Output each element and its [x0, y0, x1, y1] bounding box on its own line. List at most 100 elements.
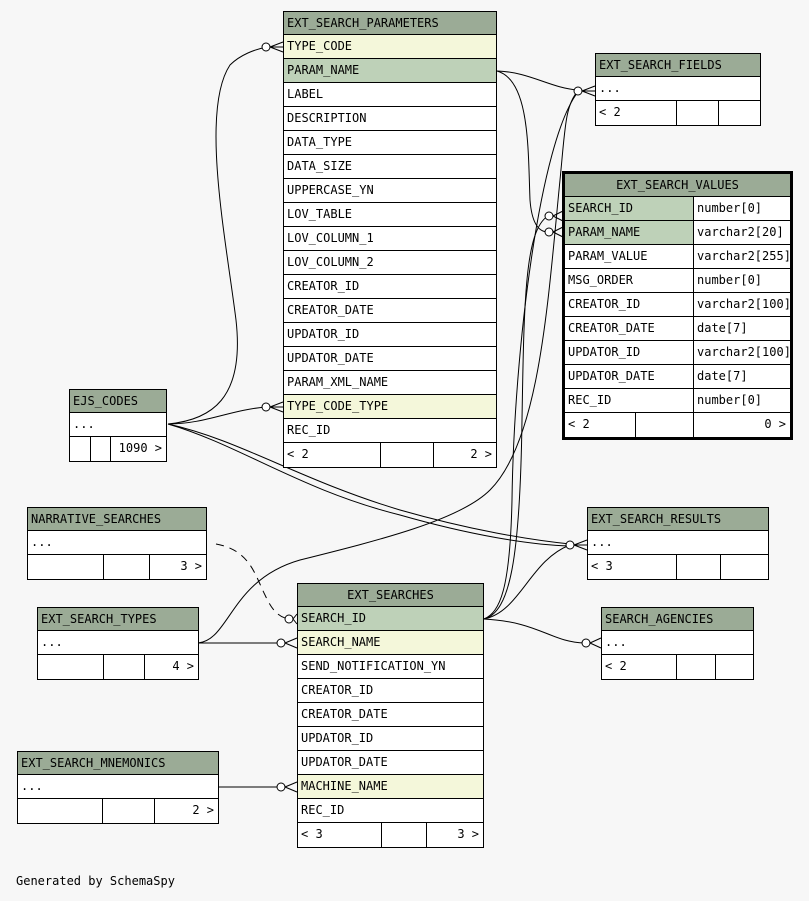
column-row[interactable]: CREATOR_DATE date[7]: [565, 317, 790, 341]
endpoint-values-param-name: [544, 227, 554, 237]
column-row[interactable]: ...: [38, 631, 198, 655]
column-row[interactable]: MACHINE_NAME: [298, 775, 483, 799]
column-row[interactable]: REC_ID: [298, 799, 483, 823]
column-row[interactable]: ...: [602, 631, 753, 655]
column-row[interactable]: UPDATOR_ID: [298, 727, 483, 751]
column-name: SEARCH_ID: [568, 201, 634, 215]
generated-by-label: Generated by SchemaSpy: [16, 874, 175, 888]
parents-count: [28, 555, 103, 579]
endpoint-values-search-id: [544, 211, 554, 221]
edge-search-id-agencies: [483, 618, 586, 644]
table-ext-search-parameters[interactable]: EXT_SEARCH_PARAMETERS TYPE_CODE PARAM_NA…: [283, 11, 497, 468]
table-ext-search-fields[interactable]: EXT_SEARCH_FIELDS ... < 2: [595, 53, 761, 126]
column-row[interactable]: PARAM_NAME varchar2[20]: [565, 221, 790, 245]
column-row[interactable]: PARAM_XML_NAME: [284, 371, 496, 395]
row-count: [635, 413, 693, 437]
column-row[interactable]: UPPERCASE_YN: [284, 179, 496, 203]
row-count: [103, 555, 149, 579]
column-row[interactable]: SEND_NOTIFICATION_YN: [298, 655, 483, 679]
column-row[interactable]: CREATOR_ID: [298, 679, 483, 703]
parents-count: < 2: [605, 659, 627, 673]
row-count: [103, 655, 144, 679]
column-row[interactable]: SEARCH_NAME: [298, 631, 483, 655]
edge-ejs-codes-results-b: [167, 423, 571, 547]
children-count: 1090 >: [110, 437, 166, 461]
column-type: date[7]: [693, 317, 790, 340]
table-ext-search-results[interactable]: EXT_SEARCH_RESULTS ... < 3: [587, 507, 769, 580]
column-row[interactable]: LABEL: [284, 83, 496, 107]
column-row[interactable]: ...: [588, 531, 768, 555]
column-type: varchar2[20]: [693, 221, 790, 244]
table-ext-searches[interactable]: EXT_SEARCHES SEARCH_ID SEARCH_NAME SEND_…: [297, 583, 484, 848]
column-name: MSG_ORDER: [568, 273, 634, 287]
table-title[interactable]: EXT_SEARCH_VALUES: [565, 174, 790, 197]
column-row[interactable]: UPDATOR_DATE date[7]: [565, 365, 790, 389]
column-row[interactable]: DATA_TYPE: [284, 131, 496, 155]
edge-search-id-results: [483, 544, 571, 620]
column-row[interactable]: MSG_ORDER number[0]: [565, 269, 790, 293]
column-row[interactable]: DESCRIPTION: [284, 107, 496, 131]
column-row[interactable]: TYPE_CODE_TYPE: [284, 395, 496, 419]
column-row[interactable]: DATA_SIZE: [284, 155, 496, 179]
table-ext-search-mnemonics[interactable]: EXT_SEARCH_MNEMONICS ... 2 >: [17, 751, 219, 824]
row-count: [381, 823, 426, 847]
column-row[interactable]: SEARCH_ID: [298, 607, 483, 631]
parents-count: < 3: [591, 559, 613, 573]
table-footer: < 2: [596, 101, 760, 125]
column-row[interactable]: CREATOR_ID: [284, 275, 496, 299]
table-footer: < 3 3 >: [298, 823, 483, 847]
parents-count: < 2: [599, 105, 621, 119]
column-name: PARAM_VALUE: [568, 249, 648, 263]
column-row[interactable]: LOV_COLUMN_1: [284, 227, 496, 251]
parents-count: < 2: [287, 447, 309, 461]
table-ejs-codes[interactable]: EJS_CODES ... 1090 >: [69, 389, 167, 462]
table-title[interactable]: SEARCH_AGENCIES: [602, 608, 753, 631]
column-row[interactable]: CREATOR_ID varchar2[100]: [565, 293, 790, 317]
column-row[interactable]: PARAM_NAME: [284, 59, 496, 83]
column-row[interactable]: UPDATOR_ID: [284, 323, 496, 347]
column-type: varchar2[100]: [693, 341, 790, 364]
column-row[interactable]: ...: [18, 775, 218, 799]
column-row[interactable]: UPDATOR_DATE: [298, 751, 483, 775]
column-row[interactable]: LOV_TABLE: [284, 203, 496, 227]
table-ext-search-types[interactable]: EXT_SEARCH_TYPES ... 4 >: [37, 607, 199, 680]
column-name: REC_ID: [568, 393, 612, 407]
column-row[interactable]: CREATOR_DATE: [298, 703, 483, 727]
endpoint-agencies: [581, 638, 591, 648]
table-title[interactable]: EXT_SEARCH_TYPES: [38, 608, 198, 631]
column-row[interactable]: UPDATOR_ID varchar2[100]: [565, 341, 790, 365]
table-title[interactable]: EXT_SEARCH_FIELDS: [596, 54, 760, 77]
children-count: 3 >: [426, 823, 483, 847]
table-search-agencies[interactable]: SEARCH_AGENCIES ... < 2: [601, 607, 754, 680]
row-count: [380, 443, 433, 467]
table-title[interactable]: EJS_CODES: [70, 390, 166, 413]
column-row[interactable]: ...: [28, 531, 206, 555]
column-name: UPDATOR_DATE: [568, 369, 655, 383]
column-row[interactable]: CREATOR_DATE: [284, 299, 496, 323]
table-title[interactable]: NARRATIVE_SEARCHES: [28, 508, 206, 531]
table-footer: 4 >: [38, 655, 198, 679]
table-footer: 1090 >: [70, 437, 166, 461]
table-title[interactable]: EXT_SEARCH_MNEMONICS: [18, 752, 218, 775]
parents-count: [18, 799, 102, 823]
column-row[interactable]: LOV_COLUMN_2: [284, 251, 496, 275]
column-row[interactable]: REC_ID number[0]: [565, 389, 790, 413]
column-row[interactable]: ...: [70, 413, 166, 437]
column-row[interactable]: TYPE_CODE: [284, 35, 496, 59]
table-narrative-searches[interactable]: NARRATIVE_SEARCHES ... 3 >: [27, 507, 207, 580]
column-row[interactable]: ...: [596, 77, 760, 101]
children-count: [718, 101, 760, 125]
children-count: 3 >: [149, 555, 206, 579]
table-footer: < 2: [602, 655, 753, 679]
edge-types-fields: [197, 90, 579, 644]
table-title[interactable]: EXT_SEARCH_RESULTS: [588, 508, 768, 531]
column-row[interactable]: UPDATOR_DATE: [284, 347, 496, 371]
column-row[interactable]: PARAM_VALUE varchar2[255]: [565, 245, 790, 269]
column-row[interactable]: SEARCH_ID number[0]: [565, 197, 790, 221]
column-row[interactable]: REC_ID: [284, 419, 496, 443]
table-ext-search-values[interactable]: EXT_SEARCH_VALUES SEARCH_ID number[0] PA…: [562, 171, 793, 440]
edge-ejs-codes-type-code-type: [167, 406, 267, 425]
table-title[interactable]: EXT_SEARCH_PARAMETERS: [284, 12, 496, 35]
table-title[interactable]: EXT_SEARCHES: [298, 584, 483, 607]
